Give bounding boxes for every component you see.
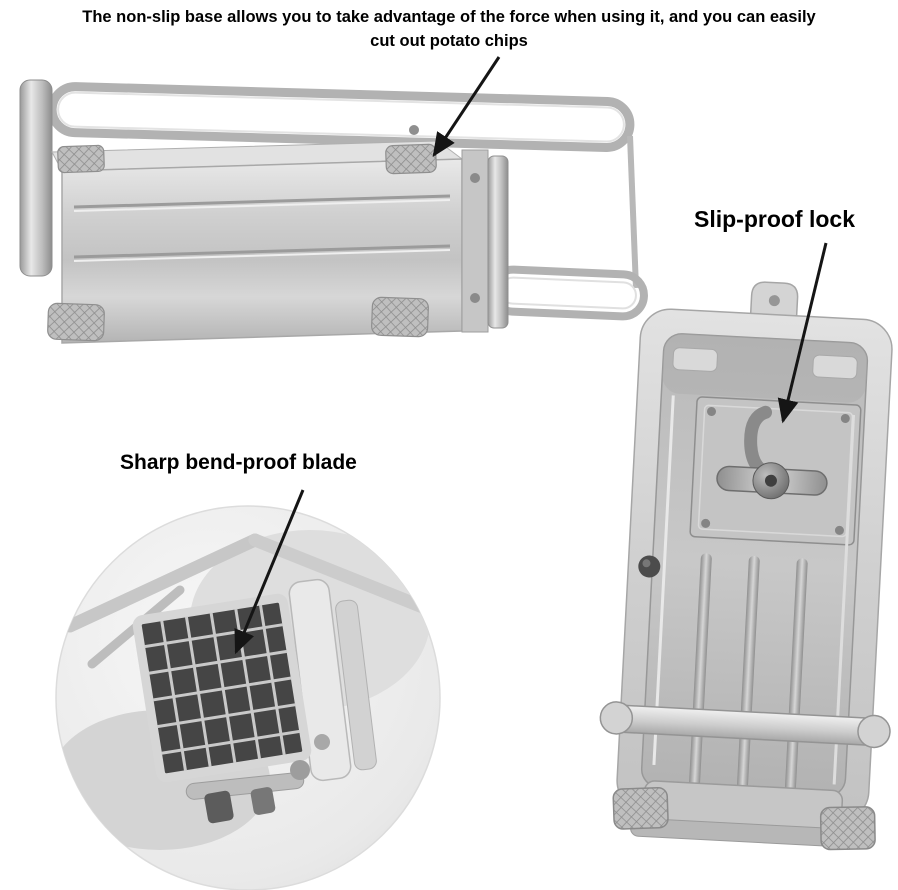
arrow-to-lock — [777, 242, 828, 424]
blade-grid — [132, 593, 312, 783]
arrow-to-nonslip-pad — [432, 56, 501, 158]
non-slip-pad — [57, 144, 105, 174]
top-caption: The non-slip base allows you to take adv… — [0, 5, 898, 53]
sharp-blade-label: Sharp bend-proof blade — [120, 451, 357, 474]
non-slip-foot — [371, 296, 429, 338]
top-caption-line1: The non-slip base allows you to take adv… — [82, 8, 816, 26]
non-slip-foot — [819, 806, 876, 851]
frame-arm — [488, 265, 648, 321]
non-slip-pad-arrow-target — [385, 143, 437, 175]
annotation-arrows — [234, 56, 828, 655]
non-slip-foot — [612, 786, 669, 830]
top-caption-line2: cut out potato chips — [370, 32, 528, 50]
cutter-upright-photo — [599, 281, 893, 851]
handle-post — [19, 79, 53, 277]
non-slip-foot — [47, 302, 105, 342]
cutter-side-view-photo — [19, 79, 648, 344]
slip-proof-lock-label: Slip-proof lock — [694, 206, 855, 232]
arrow-to-blade — [234, 489, 305, 655]
blade-closeup-photo — [55, 505, 441, 890]
